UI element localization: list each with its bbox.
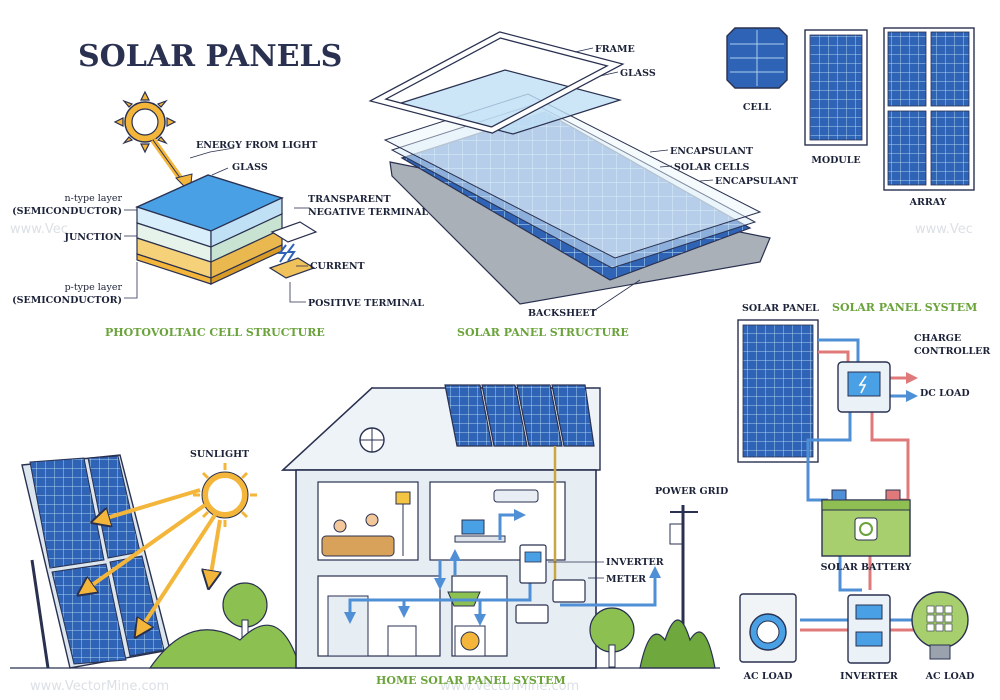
sun-icon [113,90,177,154]
label-ac-load-right: AC LOAD [925,671,975,682]
label-meter: METER [606,574,646,585]
label-n-type-sub: (SEMICONDUCTOR) [12,206,122,217]
label-glass-panel: GLASS [620,68,656,79]
sun-icon-home [193,463,257,527]
svg-text:www.VectorMine.com: www.VectorMine.com [30,679,169,694]
label-current: CURRENT [310,261,365,272]
label-transparent: TRANSPARENT [308,194,391,205]
pv-cell-diagram: ENERGY FROM LIGHT GLASS n-type layer (SE… [12,90,429,339]
label-module: MODULE [811,155,860,166]
label-frame: FRAME [595,44,635,55]
label-energy-from-light: ENERGY FROM LIGHT [196,140,317,151]
label-power-grid: POWER GRID [655,486,728,497]
label-junction: JUNCTION [64,232,123,243]
caption-pv-cell: PHOTOVOLTAIC CELL STRUCTURE [105,326,325,339]
label-solar-cells: SOLAR CELLS [674,162,750,173]
page-title: SOLAR PANELS [78,39,342,74]
label-array: ARRAY [909,197,947,208]
label-p-type-sub: (SEMICONDUCTOR) [12,295,122,306]
label-cell: CELL [743,102,771,113]
label-encapsulant-top: ENCAPSULANT [670,146,753,157]
svg-text:www.VectorMine.com: www.VectorMine.com [440,679,579,694]
label-n-type: n-type layer [65,193,123,204]
svg-text:www.Vec: www.Vec [10,222,68,237]
label-solar-battery: SOLAR BATTERY [821,562,912,573]
label-glass: GLASS [232,162,268,173]
label-p-type: p-type layer [65,282,123,293]
watermark: www.Vec www.Vec www.VectorMine.com www.V… [10,222,973,694]
label-positive-terminal: POSITIVE TERMINAL [308,298,424,309]
label-ac-load-left: AC LOAD [743,671,793,682]
label-inverter-system: INVERTER [840,671,898,682]
caption-solar-system: SOLAR PANEL SYSTEM [832,301,977,314]
label-encapsulant-bottom: ENCAPSULANT [715,176,798,187]
panel-structure-diagram: FRAME GLASS ENCAPSULANT SOLAR CELLS ENCA… [368,31,798,339]
label-sunlight: SUNLIGHT [190,449,249,460]
label-inverter-home: INVERTER [606,557,664,568]
svg-text:www.Vec: www.Vec [915,222,973,237]
label-dc-load: DC LOAD [920,388,970,399]
home-system-diagram: SUNLIGHT [10,384,728,687]
label-negative-terminal: NEGATIVE TERMINAL [308,207,429,218]
solar-system-diagram: SOLAR PANEL SYSTEM SOLAR PANEL CHARGE CO… [737,301,990,682]
label-solar-panel: SOLAR PANEL [742,303,819,314]
label-controller: CONTROLLER [914,346,990,357]
label-charge: CHARGE [914,333,961,344]
label-backsheet: BACKSHEET [528,308,597,319]
caption-home-system: HOME SOLAR PANEL SYSTEM [376,674,566,687]
caption-panel-structure: SOLAR PANEL STRUCTURE [457,326,629,339]
scale-diagram: CELL MODULE ARRAY [726,27,975,208]
